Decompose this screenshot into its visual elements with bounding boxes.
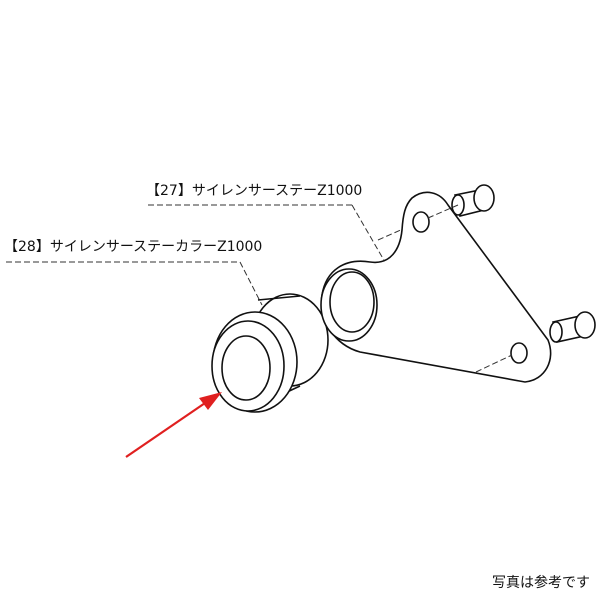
part-label-27: 【27】サイレンサーステーZ1000 — [146, 183, 363, 199]
leader-line-27 — [148, 204, 413, 263]
leader-line-28 — [6, 261, 263, 306]
part-label-28: 【28】サイレンサーステーカラーZ1000 — [4, 239, 263, 255]
pin-top — [451, 184, 495, 217]
pin-bottom — [549, 311, 596, 343]
highlight-arrow-icon — [125, 392, 222, 458]
collar-part-28 — [211, 293, 329, 413]
reference-photo-caption: 写真は参考です — [492, 575, 590, 591]
stay-bracket-part-27 — [320, 191, 552, 383]
